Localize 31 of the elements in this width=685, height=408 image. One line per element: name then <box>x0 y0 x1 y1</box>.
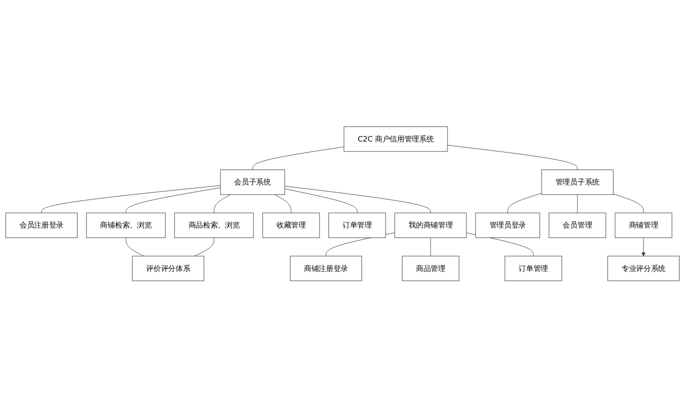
node-box <box>607 256 680 282</box>
connector <box>284 186 431 214</box>
node-box <box>5 212 78 238</box>
connector <box>613 194 644 214</box>
node-box <box>394 212 467 238</box>
node-box <box>541 170 614 196</box>
node-box <box>220 170 285 196</box>
node-box <box>290 256 362 282</box>
node-box <box>504 256 562 282</box>
node-box <box>475 212 540 238</box>
node-box <box>174 212 254 238</box>
connector <box>252 146 344 170</box>
node-box <box>328 212 386 238</box>
connector <box>284 188 358 214</box>
node-box <box>548 212 606 238</box>
node-box <box>262 212 320 238</box>
node-box <box>402 256 460 282</box>
connector <box>214 194 231 214</box>
connector <box>41 185 221 214</box>
node-box <box>614 212 672 238</box>
connector <box>274 194 292 214</box>
connector <box>577 194 578 214</box>
connector <box>507 193 542 214</box>
connector <box>430 238 431 257</box>
connector <box>126 188 221 214</box>
node-box <box>132 256 204 282</box>
connector <box>194 238 214 257</box>
node-box <box>86 212 166 238</box>
connector <box>126 238 144 257</box>
node-box <box>344 126 448 152</box>
connector <box>447 145 578 170</box>
